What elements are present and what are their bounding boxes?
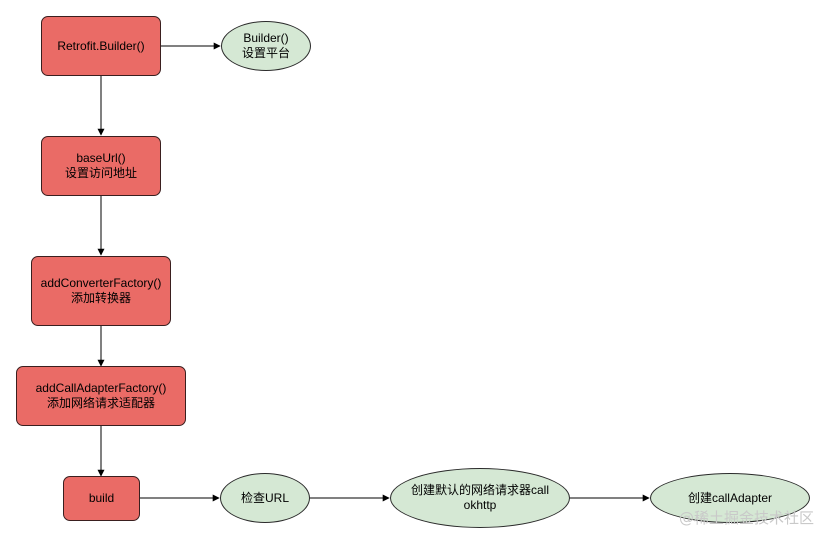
node-add-converter-factory: addConverterFactory() 添加转换器 (31, 256, 171, 326)
node-sublabel: 添加网络请求适配器 (46, 396, 155, 410)
node-label: 检查URL (240, 490, 289, 505)
node-add-call-adapter-factory: addCallAdapterFactory() 添加网络请求适配器 (16, 366, 186, 426)
node-create-default-call: 创建默认的网络请求器call okhttp (390, 468, 570, 528)
node-label: 创建callAdapter (687, 490, 773, 505)
node-sublabel: okhttp (463, 498, 497, 512)
node-label: addConverterFactory() (40, 276, 162, 290)
node-build: build (63, 476, 140, 521)
node-label: build (88, 491, 115, 505)
node-label: baseUrl() (76, 151, 126, 165)
node-sublabel: 添加转换器 (70, 291, 131, 305)
node-label: Builder() (243, 31, 289, 45)
node-sublabel: 设置访问地址 (64, 166, 137, 180)
node-create-call-adapter: 创建callAdapter (650, 473, 810, 523)
node-check-url: 检查URL (220, 473, 310, 523)
node-retrofit-builder: Retrofit.Builder() (41, 16, 161, 76)
watermark: @稀土掘金技术社区 (678, 509, 814, 527)
node-label: Retrofit.Builder() (57, 38, 145, 53)
node-label: 创建默认的网络请求器call (410, 483, 549, 497)
node-label: addCallAdapterFactory() (35, 381, 167, 395)
node-builder-set-platform: Builder() 设置平台 (221, 21, 311, 71)
node-sublabel: 设置平台 (241, 46, 290, 60)
node-base-url: baseUrl() 设置访问地址 (41, 136, 161, 196)
